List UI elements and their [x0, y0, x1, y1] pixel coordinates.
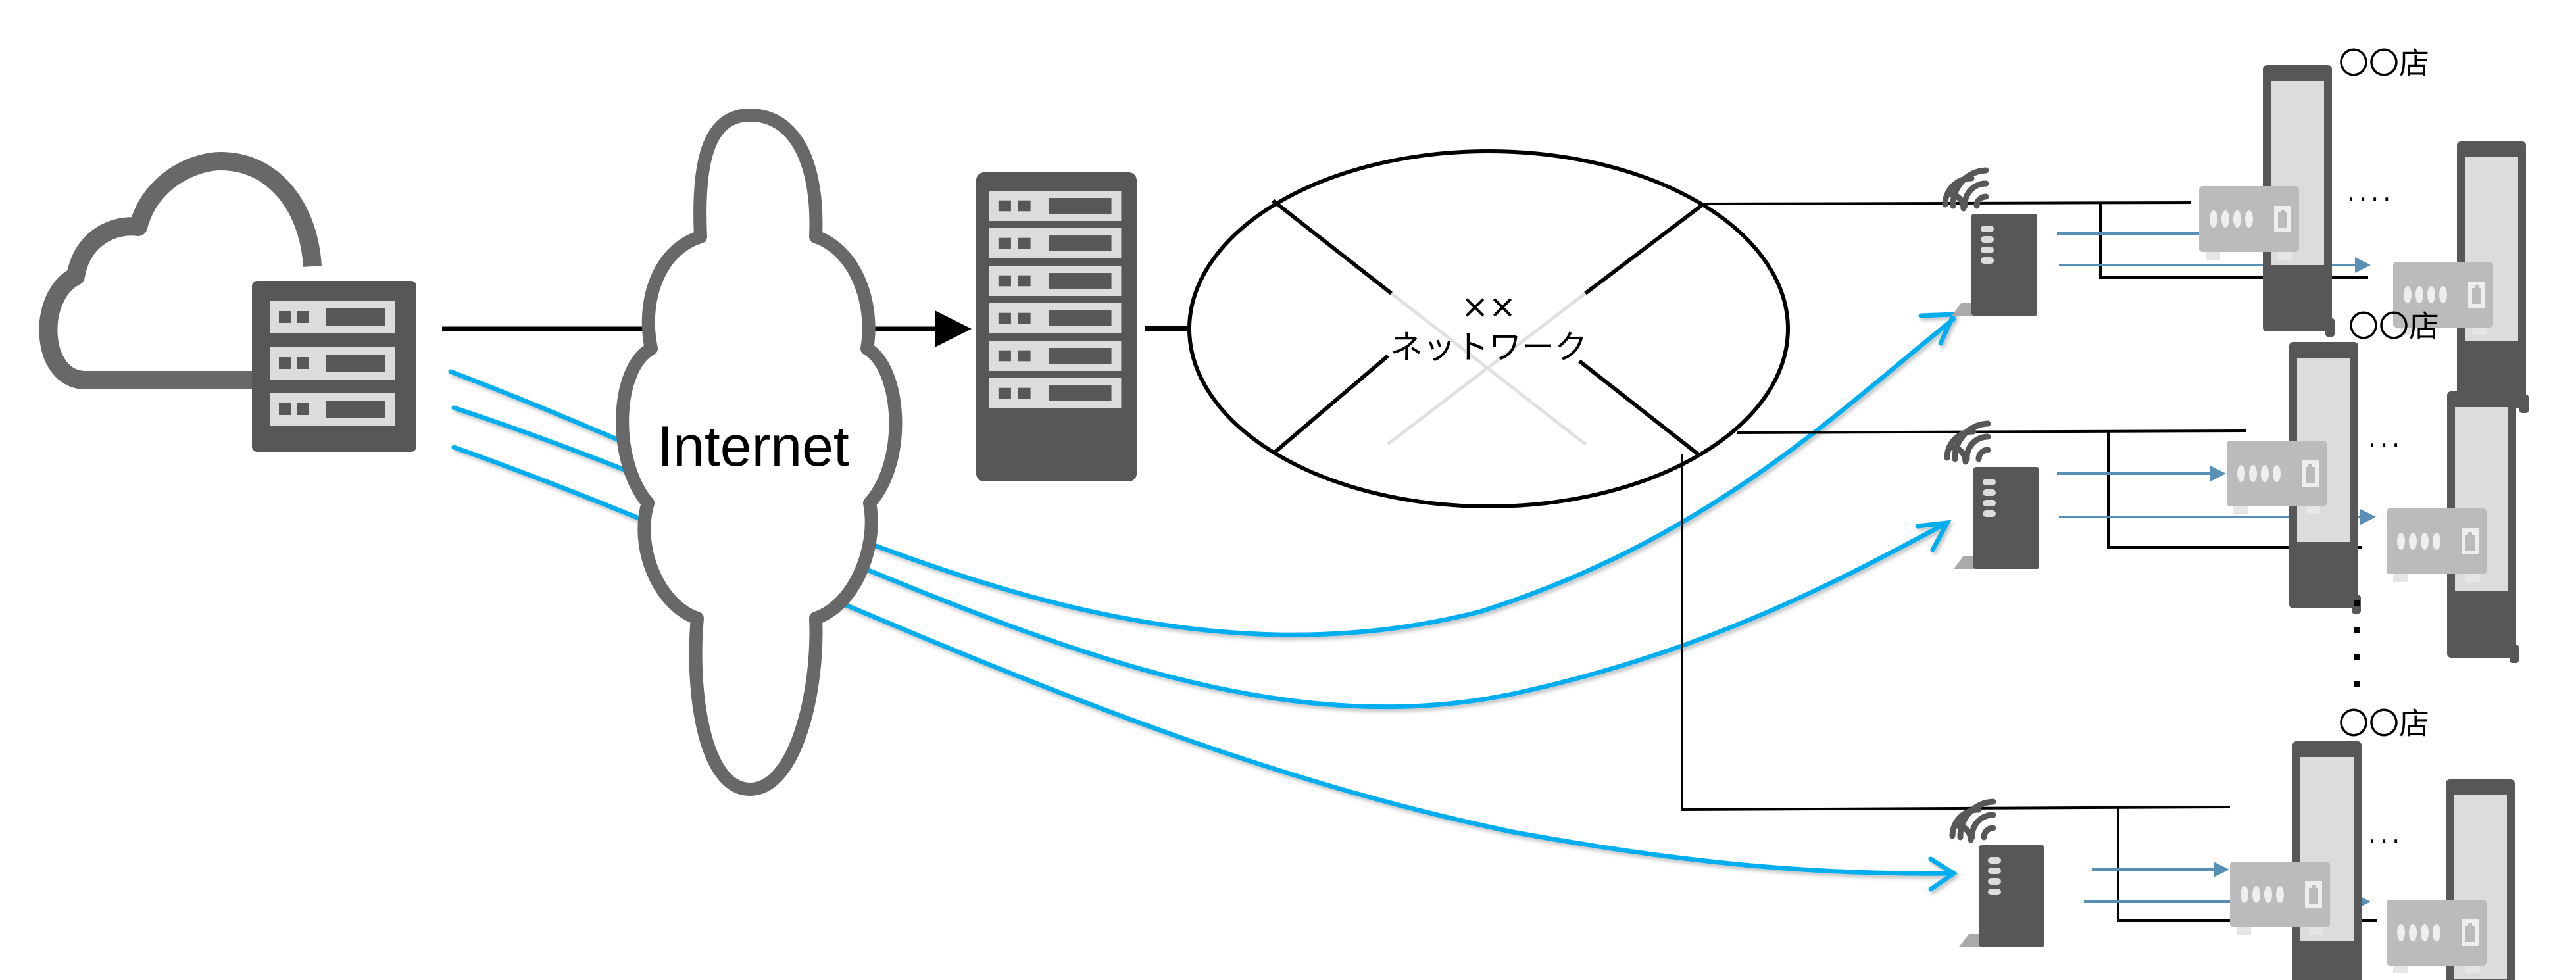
set-top-box-icon	[2227, 441, 2327, 514]
shop-3: 〇〇店 ···	[1952, 706, 2517, 980]
cloud-outline-icon	[39, 152, 322, 389]
network-type-label: ネットワーク	[1390, 328, 1587, 366]
set-top-box-icon	[2230, 862, 2330, 935]
shop-label: 〇〇店	[2339, 706, 2429, 741]
closed-network: ×× ネットワーク	[1187, 149, 1790, 508]
shop-1: 〇〇店 ····	[1945, 45, 2529, 413]
shop-label: 〇〇店	[2348, 308, 2439, 344]
wifi-router-icon	[1947, 424, 2039, 569]
network-name-label: ××	[1461, 287, 1516, 326]
set-top-box-icon	[2387, 508, 2487, 582]
more-signage-dots: ···	[2368, 431, 2404, 460]
digital-signage-icon	[2292, 741, 2364, 980]
shop-2: 〇〇店 ···	[1947, 308, 2519, 663]
wifi-router-icon	[1952, 802, 2044, 947]
internet-cloud-icon: Internet	[616, 109, 903, 796]
set-top-box-icon	[2199, 186, 2299, 260]
wifi-router-icon	[1945, 170, 2037, 316]
cloud-server-icon	[39, 152, 416, 452]
more-signage-dots: ····	[2347, 185, 2394, 214]
arrowhead-2	[1915, 520, 1952, 552]
relay-server-rack-icon	[976, 172, 1137, 481]
set-top-box-icon	[2387, 900, 2487, 973]
shop-label: 〇〇店	[2339, 45, 2429, 81]
arrowhead-3	[1928, 856, 1958, 892]
more-shops-indicator	[2354, 600, 2360, 687]
more-signage-dots: ···	[2368, 827, 2404, 856]
internet-label: Internet	[657, 415, 849, 478]
